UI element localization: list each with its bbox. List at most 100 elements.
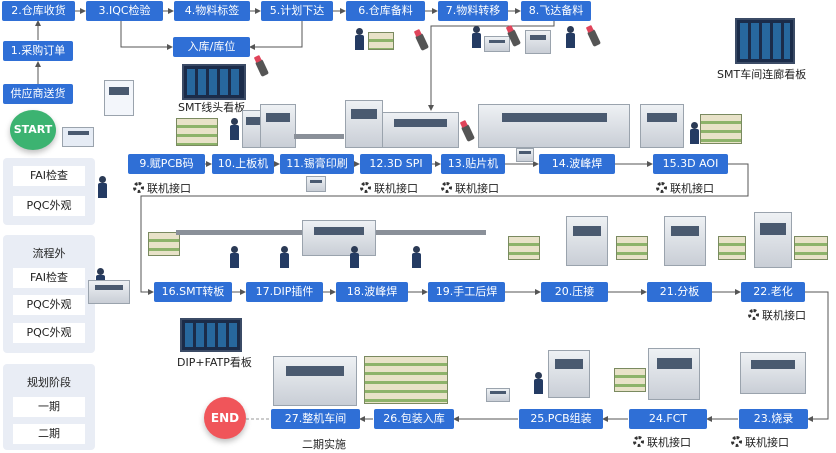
- step-inbound-location[interactable]: 入库/库位: [173, 37, 250, 57]
- panel-inspection: FAI检查 PQC外观: [3, 158, 95, 225]
- material-shelf-icon: [616, 236, 648, 260]
- step-warehouse-receive[interactable]: 2.仓库收货: [2, 1, 75, 21]
- step-manual-post-solder[interactable]: 19.手工后焊: [428, 282, 505, 302]
- worker-icon: [472, 26, 481, 48]
- worker-icon: [230, 118, 239, 140]
- dip-fatp-board: [180, 318, 242, 352]
- panel-item-pqc[interactable]: PQC外观: [13, 295, 85, 315]
- step-plan-release[interactable]: 5.计划下达: [261, 1, 333, 21]
- step-feeder-prep[interactable]: 8.飞达备料: [521, 1, 591, 21]
- panel-item-fai[interactable]: FAI检查: [13, 166, 85, 186]
- interface-burn-in: 联机接口: [748, 307, 806, 323]
- gear-icon: [133, 182, 144, 193]
- material-shelf-icon: [508, 236, 540, 260]
- step-burn-in[interactable]: 22.老化: [741, 282, 805, 302]
- material-shelf-icon: [700, 114, 742, 144]
- board-loader-machine: [242, 110, 264, 148]
- worker-icon: [280, 246, 289, 268]
- computer-icon: [516, 148, 534, 162]
- conveyor: [294, 134, 344, 139]
- panel-outflow: 流程外 FAI检查 PQC外观 PQC外观: [3, 235, 95, 353]
- material-shelf-icon: [614, 368, 646, 392]
- interface-pcb-code: 联机接口: [133, 180, 191, 196]
- step-3d-spi[interactable]: 12.3D SPI: [360, 154, 432, 174]
- spi-machine: [345, 100, 383, 148]
- interface-aoi: 联机接口: [656, 180, 714, 196]
- workstation-icon: [88, 280, 130, 304]
- end-node: END: [204, 397, 246, 439]
- interface-spi: 联机接口: [360, 180, 418, 196]
- panel-item-pqc[interactable]: PQC外观: [13, 323, 85, 343]
- depaneling-machine: [664, 216, 706, 266]
- mounter-machine: [382, 112, 459, 148]
- gear-icon: [633, 436, 644, 447]
- step-wave-solder-smt[interactable]: 14.波峰焊: [539, 154, 615, 174]
- step-supplier-delivery[interactable]: 供应商送货: [3, 84, 73, 104]
- gear-icon: [441, 182, 452, 193]
- step-3d-aoi[interactable]: 15.3D AOI: [653, 154, 728, 174]
- panel-item-phase-1[interactable]: 一期: [13, 397, 85, 417]
- smt-line-head-board-label: SMT线头看板: [178, 101, 246, 114]
- step-final-assembly-shop[interactable]: 27.整机车间: [271, 409, 360, 429]
- step-dip-insertion[interactable]: 17.DIP插件: [246, 282, 323, 302]
- feeder-cart-icon: [525, 30, 551, 54]
- step-warehouse-prep[interactable]: 6.仓库备料: [346, 1, 425, 21]
- interface-programming: 联机接口: [731, 434, 789, 450]
- step-iqc-inspection[interactable]: 3.IQC检验: [86, 1, 163, 21]
- phase2-note: 二期实施: [302, 438, 346, 451]
- panel-phase: 规划阶段 一期 二期: [3, 364, 95, 450]
- worker-icon: [350, 246, 359, 268]
- material-shelf-icon: [176, 118, 218, 146]
- clipboard-icon: [104, 80, 134, 116]
- step-press-fit[interactable]: 20.压接: [541, 282, 608, 302]
- panel-item-phase-2[interactable]: 二期: [13, 424, 85, 444]
- step-pick-and-place[interactable]: 13.贴片机: [441, 154, 505, 174]
- smt-line-head-board: [182, 64, 246, 100]
- material-shelf-icon: [148, 232, 180, 256]
- worker-icon: [98, 176, 107, 198]
- panel-item-pqc[interactable]: PQC外观: [13, 196, 85, 216]
- panel-phase-title: 规划阶段: [27, 376, 71, 389]
- step-purchase-order[interactable]: 1.采购订单: [3, 41, 73, 61]
- step-pack-inbound[interactable]: 26.包装入库: [374, 409, 454, 429]
- worker-icon: [355, 28, 364, 50]
- step-material-label[interactable]: 4.物料标签: [174, 1, 250, 21]
- warehouse-rack-icon: [364, 356, 448, 404]
- step-programming[interactable]: 23.烧录: [739, 409, 808, 429]
- press-fit-machine: [566, 216, 608, 266]
- material-shelf-icon: [794, 236, 828, 260]
- step-wave-solder-dip[interactable]: 18.波峰焊: [336, 282, 408, 302]
- worker-icon: [230, 246, 239, 268]
- step-depaneling[interactable]: 21.分板: [647, 282, 712, 302]
- dip-fatp-board-label: DIP+FATP看板: [177, 356, 252, 369]
- agv-icon: [486, 388, 510, 402]
- truck-icon: [62, 127, 94, 147]
- gear-icon: [731, 436, 742, 447]
- panel-outflow-title: 流程外: [32, 247, 66, 260]
- interface-fct: 联机接口: [633, 434, 691, 450]
- step-smt-transfer[interactable]: 16.SMT转板: [154, 282, 232, 302]
- interface-pick-place: 联机接口: [441, 180, 499, 196]
- programming-bench: [740, 352, 806, 394]
- material-shelf-icon: [718, 236, 746, 260]
- step-solder-paste-print[interactable]: 11.锡膏印刷: [280, 154, 354, 174]
- agv-icon: [484, 36, 510, 52]
- printer-machine: [260, 104, 296, 148]
- step-board-loader[interactable]: 10.上板机: [212, 154, 274, 174]
- worker-icon: [412, 246, 421, 268]
- gear-icon: [360, 182, 371, 193]
- worker-icon: [566, 26, 575, 48]
- worker-icon: [690, 122, 699, 144]
- step-material-transfer[interactable]: 7.物料转移: [438, 1, 508, 21]
- assembly-shop-photo: [273, 356, 357, 406]
- material-cart-icon: [368, 32, 394, 50]
- step-pcb-assembly[interactable]: 25.PCB组装: [519, 409, 603, 429]
- step-fct[interactable]: 24.FCT: [629, 409, 707, 429]
- reflow-oven-machine: [478, 104, 630, 148]
- smt-corridor-board-label: SMT车间连廊看板: [717, 68, 807, 81]
- panel-item-fai[interactable]: FAI检查: [13, 268, 85, 288]
- step-assign-pcb-code[interactable]: 9.赋PCB码: [128, 154, 205, 174]
- robot-arm-icon: [548, 350, 590, 398]
- gear-icon: [748, 309, 759, 320]
- start-node: START: [10, 110, 56, 150]
